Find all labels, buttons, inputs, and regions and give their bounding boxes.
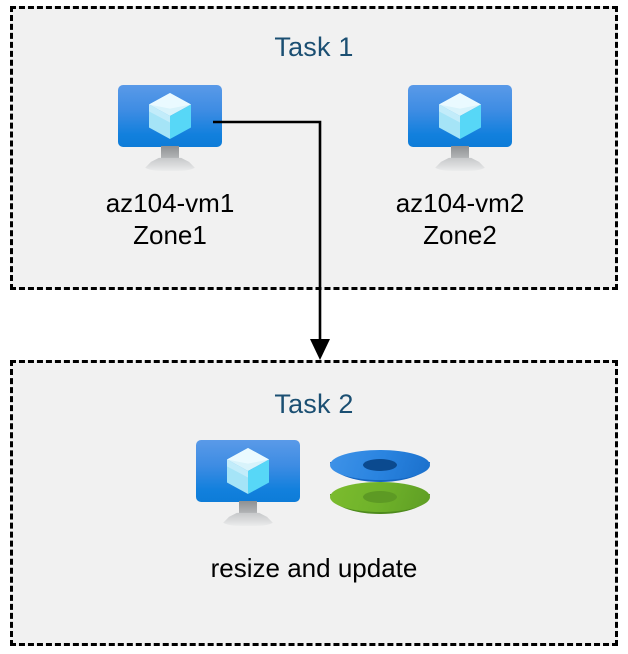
- virtual-machine-icon: [408, 85, 512, 175]
- vm2-zone-label: Zone2: [423, 220, 497, 250]
- cube-right-face: [170, 104, 191, 139]
- disk-blue: [330, 450, 430, 492]
- node-resize-and-update[interactable]: resize and update: [114, 430, 514, 584]
- vm1-name-label: az104-vm1: [105, 188, 235, 218]
- monitor-screen: [118, 85, 222, 147]
- vm1-zone-label: Zone1: [133, 220, 207, 250]
- disk-green-hole: [363, 491, 397, 503]
- cube-right-face: [460, 104, 481, 139]
- disk-blue-hole: [363, 459, 397, 471]
- task2-caption: resize and update: [210, 553, 418, 583]
- task-2-container: Task 2: [10, 360, 618, 646]
- virtual-machine-icon: [118, 85, 222, 175]
- monitor-base: [432, 157, 488, 171]
- node-az104-vm1[interactable]: az104-vm1 Zone1: [45, 75, 295, 251]
- managed-disks-icon: [328, 440, 432, 530]
- task-1-title: Task 1: [274, 32, 354, 62]
- task-2-title: Task 2: [274, 389, 354, 419]
- vm1-label-block: az104-vm1 Zone1: [45, 187, 295, 251]
- monitor-screen: [408, 85, 512, 147]
- monitor-base: [220, 512, 276, 526]
- node-az104-vm2[interactable]: az104-vm2 Zone2: [335, 75, 585, 251]
- task2-icon-row: [114, 430, 514, 530]
- vm2-name-label: az104-vm2: [395, 188, 525, 218]
- monitor-base: [142, 157, 198, 171]
- vm2-label-block: az104-vm2 Zone2: [335, 187, 585, 251]
- virtual-machine-icon: [196, 440, 300, 530]
- task2-caption-block: resize and update: [114, 552, 514, 584]
- disk-green: [330, 482, 430, 524]
- vm1-icon-row: [45, 75, 295, 175]
- monitor-screen: [196, 440, 300, 502]
- connector-arrowhead: [310, 339, 330, 360]
- cube-right-face: [248, 459, 269, 494]
- cube-glyph: [149, 93, 191, 139]
- cube-glyph: [439, 93, 481, 139]
- cube-glyph: [227, 448, 269, 494]
- vm2-icon-row: [335, 75, 585, 175]
